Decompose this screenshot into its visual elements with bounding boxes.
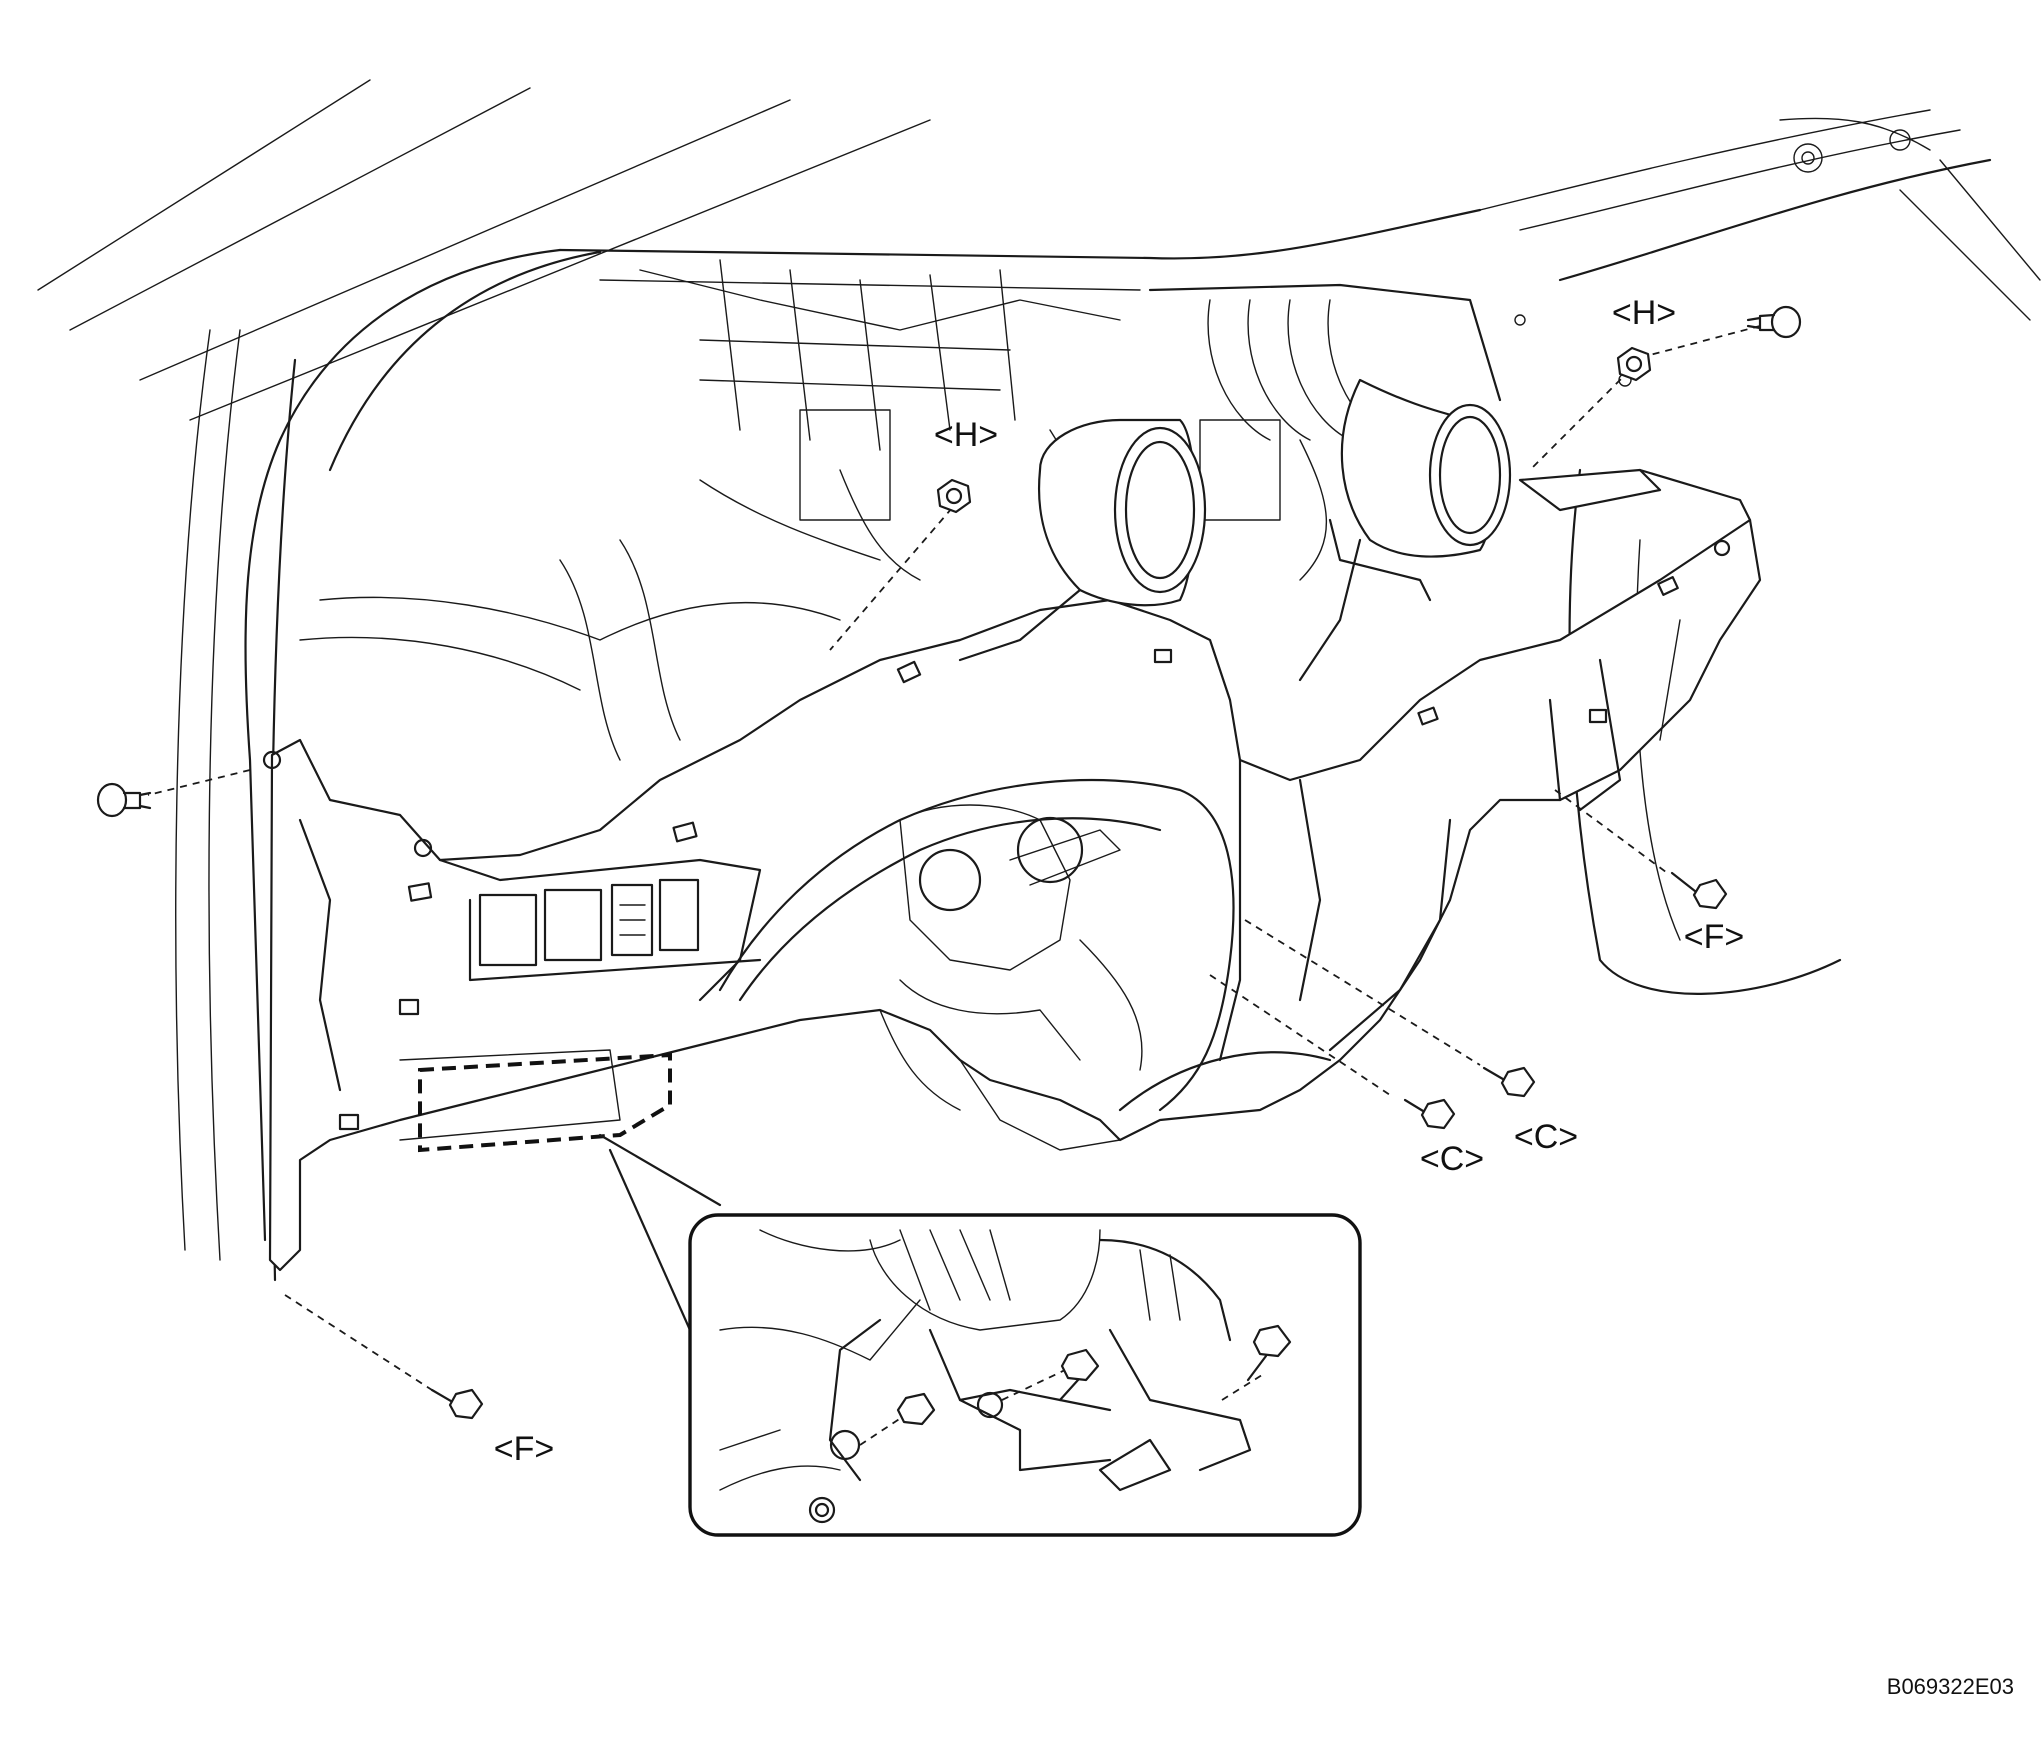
label-bolt-center-left: <C> — [1420, 1140, 1484, 1178]
clip-right — [1746, 305, 1802, 339]
bolt-right — [1670, 871, 1728, 910]
figure-code: B069322E03 — [1887, 1674, 2014, 1699]
label-bolt-center-right: <C> — [1514, 1118, 1578, 1156]
clip-left — [96, 782, 152, 818]
detail-inset — [688, 1213, 1362, 1537]
fastener-leader-lines — [147, 325, 1761, 1391]
label-nut-top-right: <H> — [1612, 294, 1676, 332]
vehicle-body-outline — [37, 79, 2041, 1282]
bolt-lower-left — [430, 1388, 484, 1420]
bolt-center-right — [1482, 1066, 1536, 1098]
detail-callout-connector — [598, 1133, 722, 1332]
label-nut-top-center: <H> — [934, 416, 998, 454]
label-bolt-right: <F> — [1684, 918, 1744, 956]
air-ducts — [958, 378, 1752, 682]
instrument-panel-reinforcement — [262, 518, 1762, 1272]
bolt-center-left — [1403, 1098, 1456, 1130]
nut-top-center — [936, 478, 972, 514]
label-bolt-lower-left: <F> — [494, 1430, 554, 1468]
nut-top-right — [1616, 346, 1652, 382]
background-harness-and-ducts — [299, 259, 1502, 761]
